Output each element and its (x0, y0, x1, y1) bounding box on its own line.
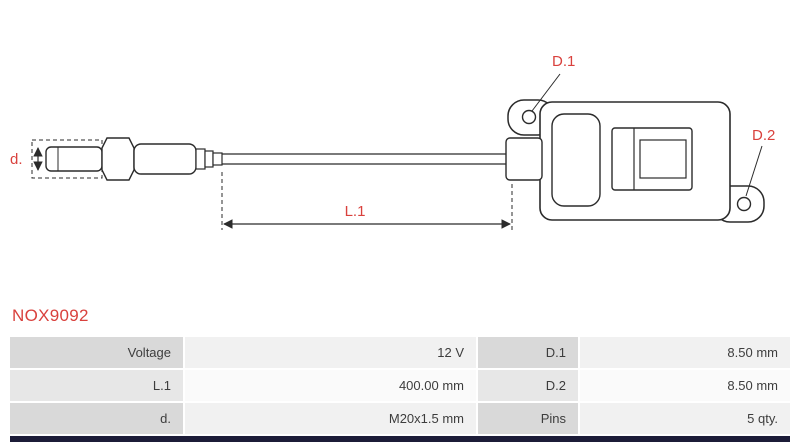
mounting-hole-d1 (521, 109, 537, 125)
spec-value: 400.00 mm (185, 370, 476, 401)
sensor-probe-tip (45, 146, 103, 172)
dim-d-label: d. (10, 151, 23, 168)
spec-value: 12 V (185, 337, 476, 368)
spec-label: D.1 (478, 337, 578, 368)
dim-d1-label: D.1 (552, 53, 575, 70)
part-number: NOX9092 (12, 306, 89, 325)
mounting-hole-d2 (736, 196, 752, 212)
dim-l1-label: L.1 (345, 203, 366, 220)
sensor-body (133, 143, 197, 175)
strain-relief-ring (204, 150, 214, 168)
spec-value: 8.50 mm (580, 337, 790, 368)
connector-plug (639, 139, 687, 179)
spec-label: D.2 (478, 370, 578, 401)
dim-d2-label: D.2 (752, 127, 775, 144)
spec-label: Pins (478, 403, 578, 434)
sensor-technical-drawing: d. D.1 (10, 53, 775, 230)
spec-table: Voltage 12 V D.1 8.50 mm L.1 400.00 mm D… (10, 337, 790, 434)
dim-d1-leader-line (531, 73, 561, 112)
spec-label: L.1 (10, 370, 183, 401)
strain-relief-ring (212, 152, 223, 166)
strain-relief-ring (195, 148, 206, 170)
hex-nut (101, 137, 135, 181)
spec-label: d. (10, 403, 183, 434)
cable-entry-boss (505, 137, 543, 181)
spec-value: 8.50 mm (580, 370, 790, 401)
dim-d-dashed-box (31, 139, 103, 179)
footer-bar (10, 436, 790, 442)
spec-value: 5 qty. (580, 403, 790, 434)
spec-label: Voltage (10, 337, 183, 368)
spec-value: M20x1.5 mm (185, 403, 476, 434)
nox-sensor-diagram: d. D.1 (10, 53, 775, 230)
inner-housing (551, 113, 601, 207)
dim-d2-leader-line (745, 145, 763, 197)
